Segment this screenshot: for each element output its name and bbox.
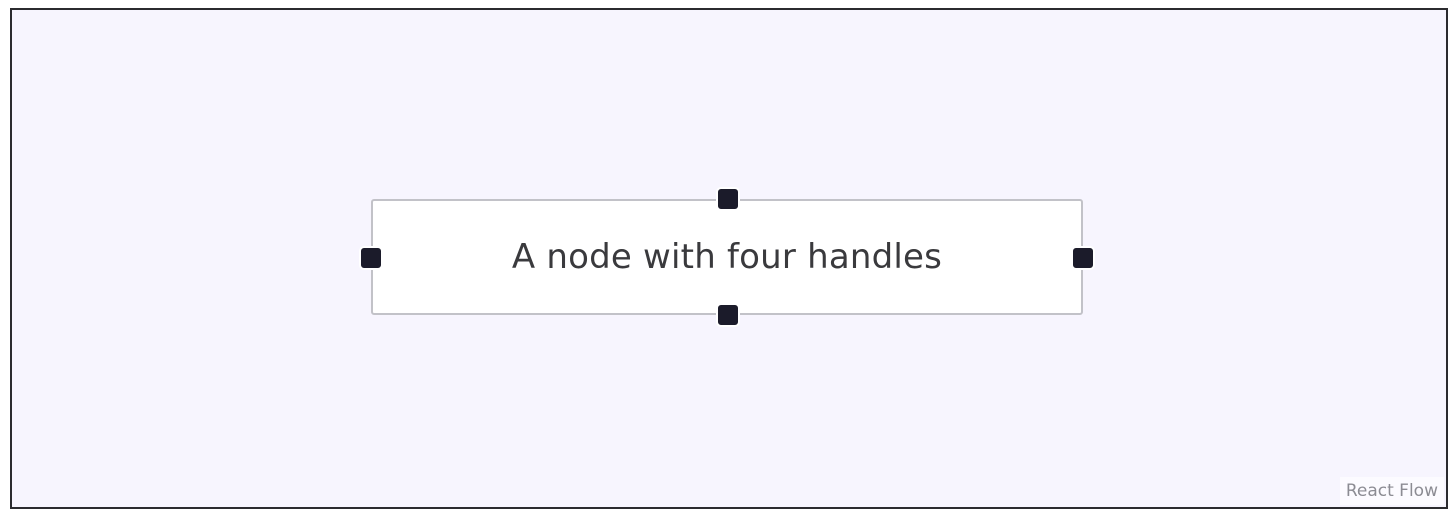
node-handle-right[interactable] bbox=[1071, 246, 1095, 270]
node-label: A node with four handles bbox=[511, 237, 943, 277]
node-handle-top[interactable] bbox=[716, 187, 740, 211]
node-handle-bottom[interactable] bbox=[716, 303, 740, 327]
flow-canvas[interactable]: A node with four handles React Flow bbox=[10, 8, 1448, 509]
react-flow-attribution-link[interactable]: React Flow bbox=[1339, 477, 1444, 505]
node-handle-left[interactable] bbox=[359, 246, 383, 270]
flow-node[interactable]: A node with four handles bbox=[371, 199, 1083, 315]
